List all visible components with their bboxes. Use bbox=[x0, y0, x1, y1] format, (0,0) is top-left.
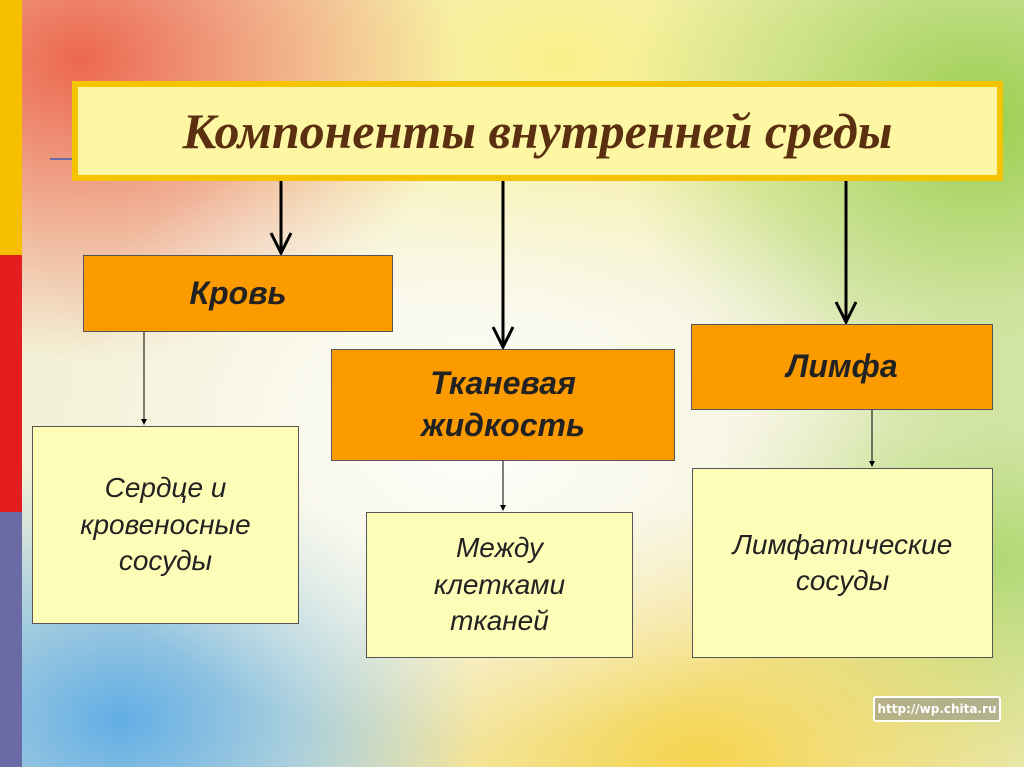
source-watermark: http://wp.chita.ru bbox=[873, 696, 1001, 722]
location-tissue-fluid: Между клетками тканей bbox=[366, 512, 633, 658]
side-stripe-yellow bbox=[0, 0, 22, 255]
location-blood: Сердце и кровеносные сосуды bbox=[32, 426, 299, 624]
diagram-title: Компоненты внутренней среды bbox=[72, 81, 1003, 181]
side-stripe-purple bbox=[0, 512, 22, 767]
decorative-dash bbox=[50, 158, 72, 160]
side-stripe-red bbox=[0, 255, 22, 512]
component-tissue-fluid: Тканевая жидкость bbox=[331, 349, 675, 461]
location-lymph: Лимфатические сосуды bbox=[692, 468, 993, 658]
component-blood: Кровь bbox=[83, 255, 393, 332]
component-lymph: Лимфа bbox=[691, 324, 993, 410]
